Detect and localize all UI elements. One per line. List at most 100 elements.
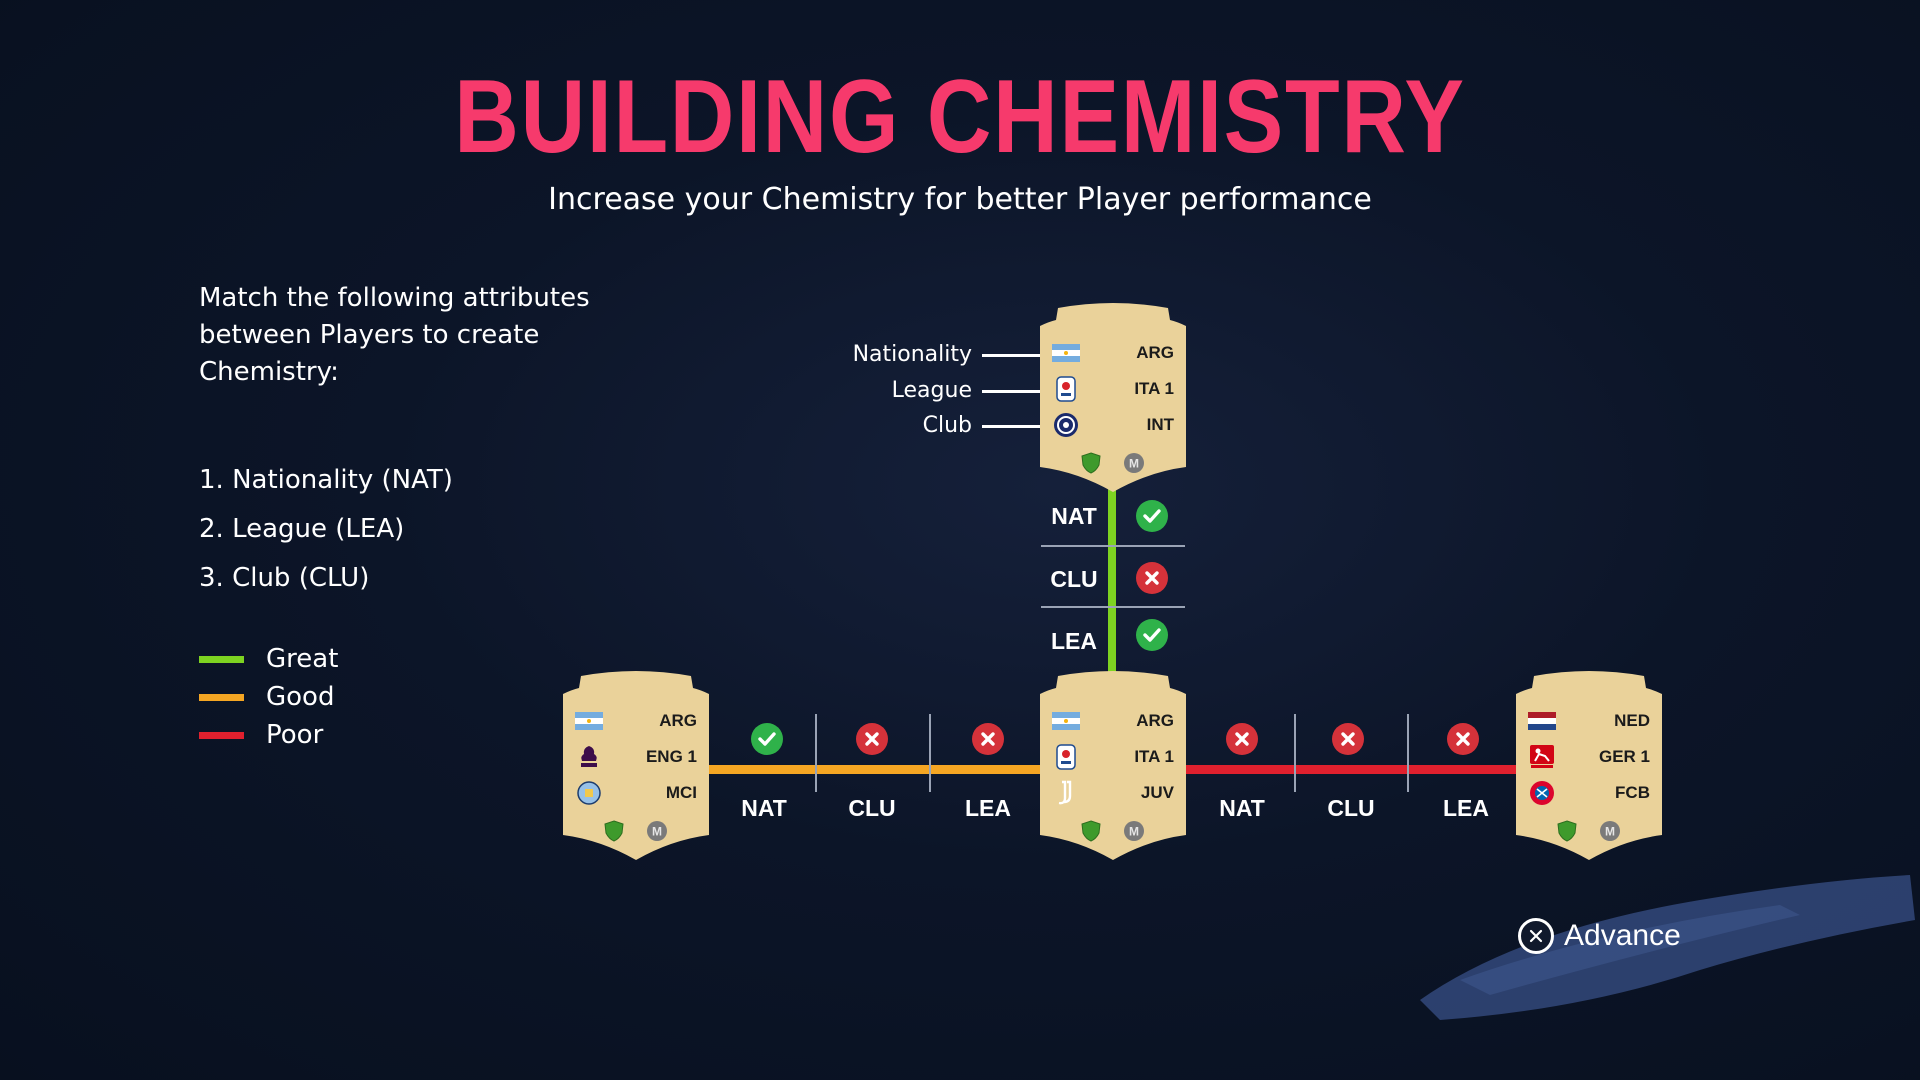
svg-text:M: M	[1605, 825, 1615, 839]
argentina-flag-icon	[1052, 707, 1080, 735]
svg-text:M: M	[1129, 457, 1139, 471]
card-row-nationality: ARG	[1052, 706, 1174, 736]
check-icon	[1136, 619, 1168, 651]
card-footer: M	[561, 820, 711, 842]
inter-crest-icon	[1052, 411, 1080, 439]
card-row-club: MCI	[575, 778, 697, 808]
shield-icon	[1081, 452, 1101, 474]
legend-label-poor: Poor	[266, 720, 324, 750]
card-row-club: FCB	[1528, 778, 1650, 808]
divider	[1407, 714, 1409, 792]
bayern-crest-icon	[1528, 779, 1556, 807]
legend-item-poor: Poor	[199, 716, 338, 754]
divider	[1041, 545, 1185, 547]
check-icon	[1136, 500, 1168, 532]
legend-swatch-good	[199, 693, 244, 701]
card-club-code: FCB	[1615, 783, 1650, 802]
manager-icon: M	[647, 821, 667, 841]
shield-icon	[1081, 820, 1101, 842]
card-nation-code: ARG	[1136, 343, 1174, 362]
card-league-code: ITA 1	[1134, 379, 1174, 398]
card-row-league: GER 1	[1528, 742, 1650, 772]
attribute-item-nationality: 1. Nationality (NAT)	[199, 465, 453, 495]
cross-icon	[1226, 723, 1258, 755]
argentina-flag-icon	[1052, 339, 1080, 367]
legend-label-good: Good	[266, 682, 335, 712]
card-row-nationality: ARG	[1052, 338, 1174, 368]
attribute-item-league: 2. League (LEA)	[199, 514, 405, 544]
serie-a-icon	[1052, 743, 1080, 771]
card-row-club: JUV	[1052, 778, 1174, 808]
link-right-label-nat: NAT	[1219, 795, 1265, 821]
shield-icon	[1557, 820, 1577, 842]
card-nation-code: ARG	[1136, 711, 1174, 730]
shield-icon	[604, 820, 624, 842]
card-row-league: ITA 1	[1052, 374, 1174, 404]
player-card-right[interactable]: NED GER 1 FCB M	[1514, 670, 1664, 862]
callout-line	[982, 425, 1048, 428]
legend-label-great: Great	[266, 644, 339, 674]
card-footer: M	[1514, 820, 1664, 842]
divider	[815, 714, 817, 792]
attribute-list: 1. Nationality (NAT) 2. League (LEA) 3. …	[199, 465, 453, 612]
card-club-code: JUV	[1140, 783, 1174, 802]
callout-club: Club	[922, 413, 972, 438]
link-line-right	[1180, 765, 1522, 774]
attribute-item-club: 3. Club (CLU)	[199, 563, 370, 593]
callout-league: League	[891, 378, 972, 403]
advance-button-label: Advance	[1564, 919, 1681, 952]
card-row-nationality: ARG	[575, 706, 697, 736]
page-title: BUILDING CHEMISTRY	[454, 59, 1466, 175]
premier-league-icon	[575, 743, 603, 771]
cross-icon	[972, 723, 1004, 755]
card-nation-code: NED	[1614, 711, 1650, 730]
manager-icon: M	[1600, 821, 1620, 841]
brush-stroke-decoration	[1420, 875, 1915, 1020]
juventus-crest-icon	[1052, 779, 1080, 807]
cross-icon	[1136, 562, 1168, 594]
link-vertical-label-nat: NAT	[1051, 503, 1097, 529]
argentina-flag-icon	[575, 707, 603, 735]
legend-item-great: Great	[199, 640, 338, 678]
card-row-nationality: NED	[1528, 706, 1650, 736]
svg-text:M: M	[1129, 825, 1139, 839]
intro-text: Match the following attributes between P…	[199, 283, 590, 387]
callout-line	[982, 354, 1048, 357]
link-left-label-lea: LEA	[965, 795, 1011, 821]
callout-line	[982, 390, 1048, 393]
divider	[1294, 714, 1296, 792]
card-footer: M	[1038, 452, 1188, 474]
svg-text:M: M	[652, 825, 662, 839]
link-right-label-clu: CLU	[1327, 795, 1375, 821]
manager-icon: M	[1124, 821, 1144, 841]
card-footer: M	[1038, 820, 1188, 842]
legend-item-good: Good	[199, 678, 338, 716]
legend-swatch-poor	[199, 731, 244, 739]
link-vertical-label-clu: CLU	[1050, 566, 1098, 592]
serie-a-icon	[1052, 375, 1080, 403]
cross-icon	[856, 723, 888, 755]
card-club-code: INT	[1146, 415, 1174, 434]
advance-button[interactable]: Advance	[1518, 918, 1681, 954]
divider	[929, 714, 931, 792]
card-row-club: INT	[1052, 410, 1174, 440]
page-subtitle: Increase your Chemistry for better Playe…	[548, 182, 1372, 217]
link-left-label-nat: NAT	[741, 795, 787, 821]
card-club-code: MCI	[665, 783, 697, 802]
link-vertical-label-lea: LEA	[1051, 628, 1097, 654]
callout-nationality: Nationality	[852, 342, 972, 367]
player-card-top[interactable]: ARG ITA 1 INT M	[1038, 302, 1188, 494]
player-card-left[interactable]: ARG ENG 1 MCI M	[561, 670, 711, 862]
check-icon	[751, 723, 783, 755]
card-nation-code: ARG	[659, 711, 697, 730]
bundesliga-icon	[1528, 743, 1556, 771]
card-row-league: ITA 1	[1052, 742, 1174, 772]
card-row-league: ENG 1	[575, 742, 697, 772]
link-left-label-clu: CLU	[848, 795, 896, 821]
cross-icon	[1447, 723, 1479, 755]
manager-icon: M	[1124, 453, 1144, 473]
cross-button-icon	[1518, 918, 1554, 954]
card-league-code: GER 1	[1598, 747, 1650, 766]
card-league-code: ITA 1	[1134, 747, 1174, 766]
player-card-center[interactable]: ARG ITA 1 JUV M	[1038, 670, 1188, 862]
